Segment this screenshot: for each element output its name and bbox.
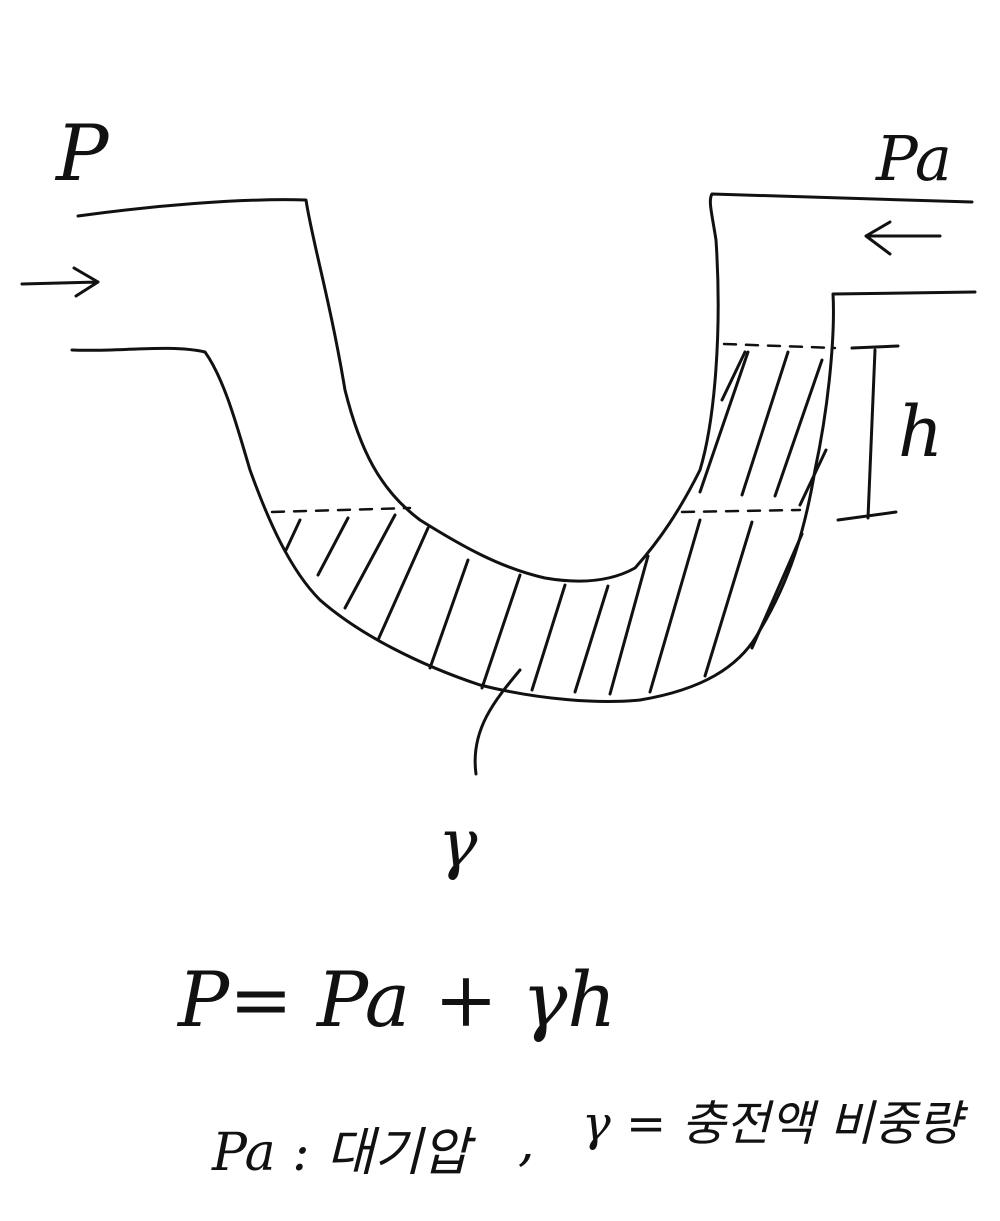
hatch-line: [798, 448, 828, 507]
hatch-line: [284, 518, 302, 552]
height-dimension-marker: [836, 344, 900, 522]
hatch-line: [750, 532, 804, 650]
tube-inner-wall: [70, 290, 977, 703]
hatch-line: [343, 513, 397, 610]
inlet-pressure-label: P: [54, 109, 110, 199]
legend-gamma-definition: γ = 충전액 비중량: [582, 1096, 968, 1152]
hatch-line: [316, 516, 350, 577]
right-fluid-level-upper: [722, 342, 837, 350]
formula-equation: P= Pa + γh: [176, 955, 616, 1044]
left-flow-arrow: [20, 266, 100, 298]
hatch-line: [480, 573, 522, 690]
gamma-leader-line: [473, 668, 522, 776]
hatch-line: [648, 518, 702, 694]
hatch-line: [608, 554, 650, 696]
legend-pa-definition: Pa : 대기압: [211, 1123, 477, 1183]
right-flow-arrow: [864, 220, 942, 256]
fluid-hatching: [284, 350, 828, 696]
height-label: h: [898, 391, 943, 473]
hatch-line: [530, 583, 567, 692]
hatch-line: [573, 584, 610, 694]
left-fluid-level: [270, 506, 412, 514]
hatch-line: [698, 350, 750, 494]
hatch-line: [376, 526, 430, 642]
hatch-line: [740, 350, 790, 497]
atmospheric-pressure-label: Pa: [875, 122, 952, 195]
hatch-line: [703, 520, 754, 678]
right-fluid-level-lower: [680, 508, 802, 514]
hatch-line: [720, 350, 747, 402]
legend-separator: ,: [518, 1113, 535, 1173]
tube-outer-wall: [76, 192, 974, 583]
hatch-line: [428, 558, 470, 670]
hatch-line: [773, 358, 824, 498]
specific-weight-label: γ: [438, 805, 478, 882]
